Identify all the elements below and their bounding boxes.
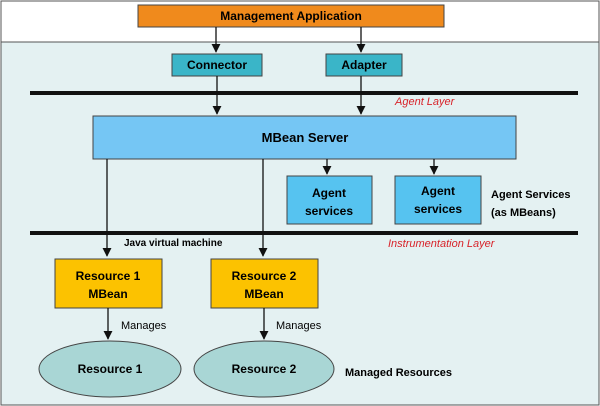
managed-resources-label: Managed Resources <box>345 367 452 379</box>
mbean-server-box <box>92 115 517 160</box>
agent-services-note-line1: Agent Services <box>491 189 570 201</box>
agent-services-box-2 <box>394 175 482 225</box>
mbean-server-label: MBean Server <box>262 130 349 145</box>
jvm-label: Java virtual machine <box>124 238 223 249</box>
agent-services-2-line2: services <box>414 202 462 216</box>
resource1-ellipse <box>38 340 182 398</box>
agent-services-1-line1: Agent <box>312 186 346 200</box>
agent-services-note-line2: (as MBeans) <box>491 207 556 219</box>
resource2-label: Resource 2 <box>232 362 297 376</box>
resource2-mbean-line2: MBean <box>244 287 283 301</box>
instrumentation-layer-label: Instrumentation Layer <box>388 238 496 250</box>
connector-label: Connector <box>187 58 247 72</box>
agent-services-box-1 <box>286 175 373 225</box>
resource1-mbean-line2: MBean <box>88 287 127 301</box>
resource1-mbean-line1: Resource 1 <box>76 269 141 283</box>
resource1-label: Resource 1 <box>78 362 143 376</box>
adapter-label: Adapter <box>341 58 387 72</box>
management-application-box <box>137 4 445 28</box>
resource2-ellipse <box>193 340 335 398</box>
management-application-label: Management Application <box>220 9 362 23</box>
resource2-mbean-line1: Resource 2 <box>232 269 297 283</box>
agent-services-2-line1: Agent <box>421 184 455 198</box>
resource2-mbean-box <box>210 258 319 309</box>
manages-label-2: Manages <box>276 320 322 332</box>
agent-layer-label: Agent Layer <box>394 96 456 108</box>
adapter-box <box>325 53 403 77</box>
manages-label-1: Manages <box>121 320 167 332</box>
agent-services-1-line2: services <box>305 204 353 218</box>
